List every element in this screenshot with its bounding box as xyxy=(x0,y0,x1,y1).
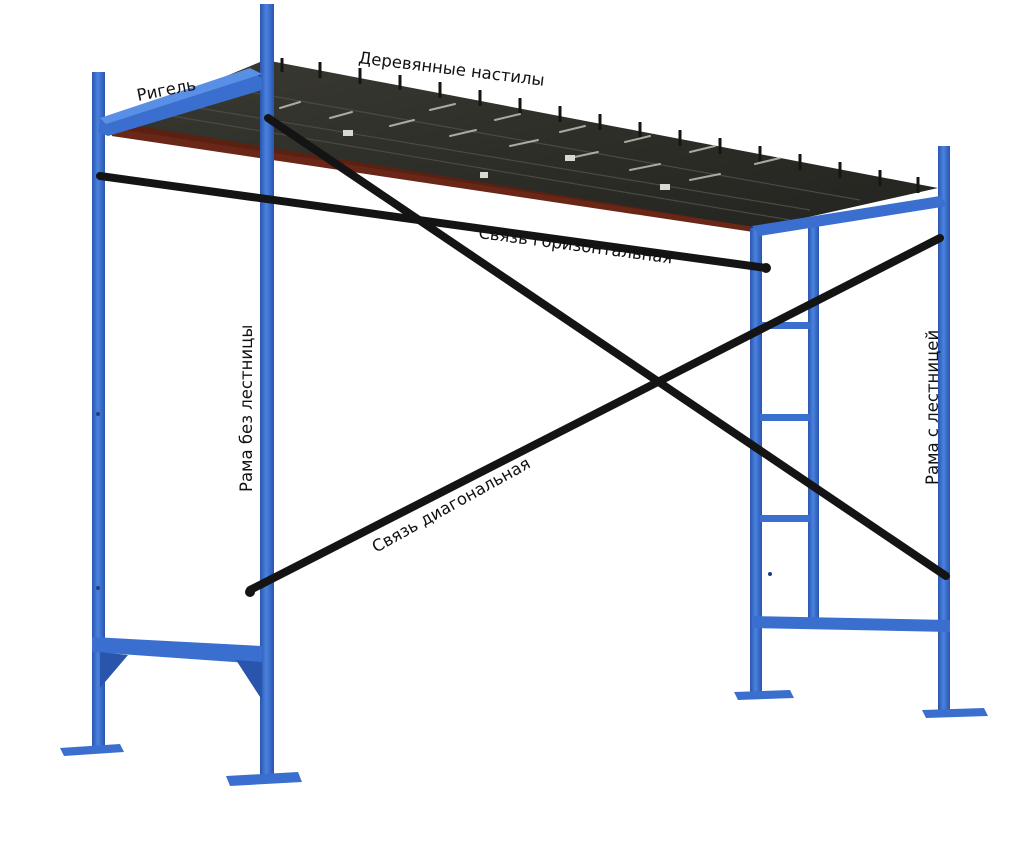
braces xyxy=(96,114,950,594)
diagonal-brace-2 xyxy=(246,234,944,594)
left-rear-post xyxy=(92,72,105,752)
right-bottom-crossbar xyxy=(752,616,950,632)
left-gusset-left xyxy=(100,652,128,688)
frame-with-ladder xyxy=(734,146,988,718)
deck-highlights xyxy=(279,101,781,181)
diagonal-brace-1 xyxy=(264,114,950,580)
left-rear-foot xyxy=(60,744,124,756)
label-diagonal-brace: Связь диагональная xyxy=(369,454,534,557)
right-top-crossbar xyxy=(752,196,948,236)
left-gusset-right xyxy=(236,660,262,700)
right-rear-foot xyxy=(734,690,794,700)
horizontal-brace xyxy=(96,172,770,272)
left-bottom-crossbar xyxy=(92,637,262,664)
rigel-top xyxy=(100,68,262,124)
left-front-foot xyxy=(226,772,302,786)
label-horizontal-brace: Связь горизонтальная xyxy=(477,223,673,267)
label-frame-without-ladder: Рама без лестницы xyxy=(237,325,256,492)
ladder-rung-3 xyxy=(760,515,810,522)
ladder-rung-2 xyxy=(760,414,810,421)
right-ladder-rail xyxy=(808,222,819,622)
deck-clips xyxy=(343,130,670,190)
brace-pin-right xyxy=(761,263,771,273)
brace-pin-left xyxy=(245,587,255,597)
right-rear-post xyxy=(750,228,762,698)
label-frame-with-ladder: Рама с лестницей xyxy=(923,330,942,485)
ladder-rung-1 xyxy=(760,322,810,329)
deck-top xyxy=(115,60,938,228)
right-front-foot xyxy=(922,708,988,718)
deck-board-ribs xyxy=(280,58,920,193)
